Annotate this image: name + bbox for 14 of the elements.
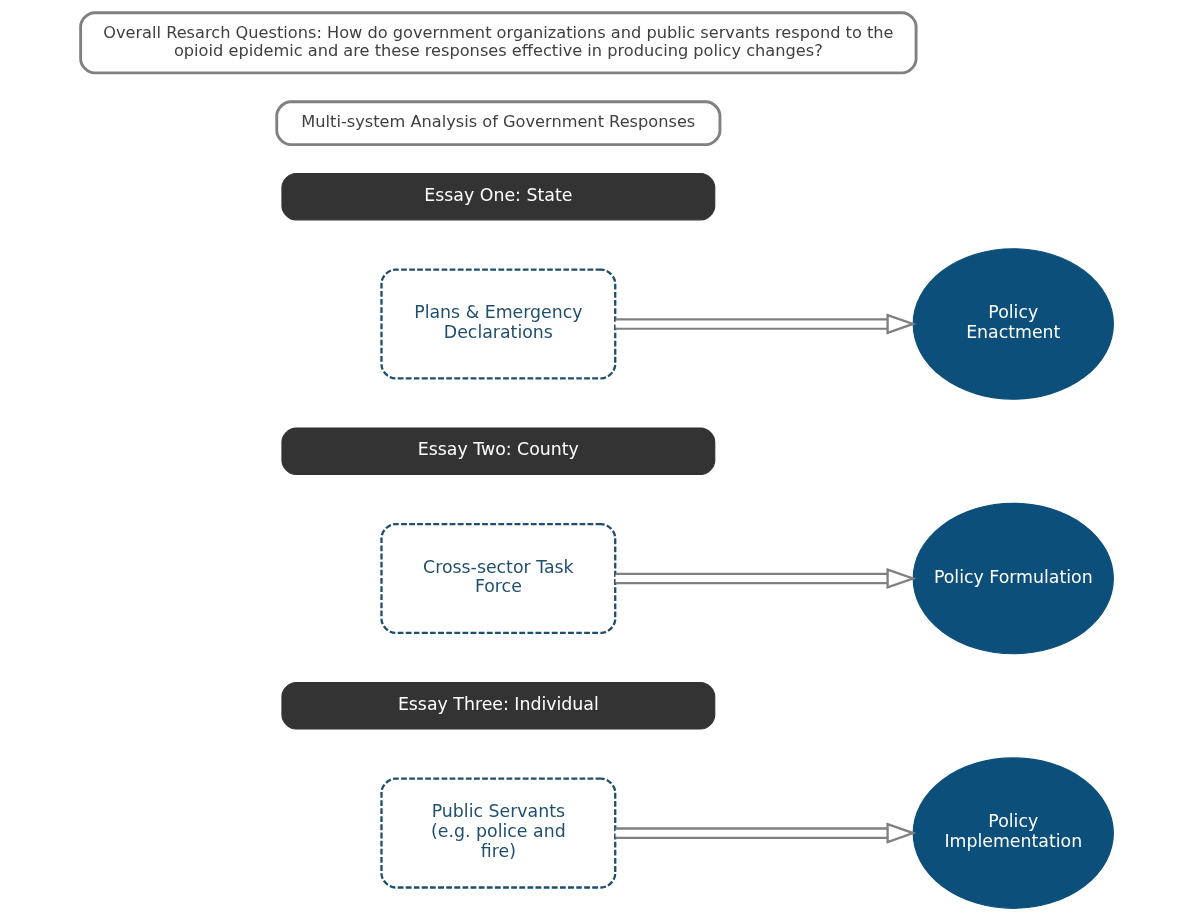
- node-box: Plans & Emergency Declarations: [379, 268, 616, 380]
- node-box: Essay One: State: [280, 172, 715, 221]
- arrow: [615, 568, 917, 590]
- arrow: [615, 313, 917, 335]
- node-box: Essay Two: County: [280, 427, 715, 475]
- node-box: Essay Three: Individual: [280, 682, 715, 730]
- node-box: Multi-system Analysis of Government Responses: [274, 100, 721, 147]
- node-box: Overall Resarch Questions: How do government organizations and public servants respond to the opioid epidemic and are these responses effective in producing policy changes?: [78, 11, 918, 75]
- node-ellipse: Policy Formulation: [912, 502, 1114, 655]
- node-box: Public Servants (e.g. police and fire): [379, 777, 616, 889]
- node-ellipse: Policy Implementation: [912, 757, 1114, 909]
- node-box: Cross-sector Task Force: [379, 523, 616, 635]
- arrow: [615, 822, 917, 844]
- node-ellipse: Policy Enactment: [912, 248, 1114, 400]
